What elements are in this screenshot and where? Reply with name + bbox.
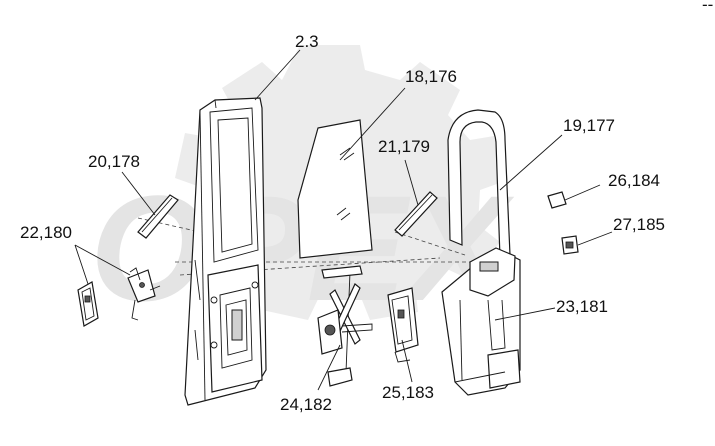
part-door-glass	[297, 119, 373, 259]
label-27-185: 27,185	[613, 215, 665, 234]
part-inner-strip	[137, 194, 179, 239]
part-door-frame	[184, 97, 267, 406]
label-2-3: 2.3	[295, 32, 319, 51]
label-20-178: 20,178	[88, 152, 140, 171]
label-22-180: 22,180	[20, 223, 72, 242]
label-25-183: 25,183	[382, 383, 434, 402]
corner-mark: --	[702, 0, 713, 14]
label-23-181: 23,181	[556, 297, 608, 316]
label-21-179: 21,179	[378, 137, 430, 156]
label-19-177: 19,177	[563, 116, 615, 135]
part-clip	[561, 235, 579, 255]
label-18-176: 18,176	[405, 67, 457, 86]
part-door-trim-panel	[441, 247, 521, 396]
part-switch	[547, 191, 567, 209]
callout-labels: 2.3 18,176 19,177 20,178 21,179 22,180 2…	[20, 32, 665, 414]
part-window-regulator	[317, 265, 373, 387]
part-handle-and-lock	[77, 267, 161, 327]
part-lock-bracket	[387, 287, 419, 363]
label-24-182: 24,182	[280, 395, 332, 414]
label-26-184: 26,184	[608, 171, 660, 190]
leader-lines	[74, 49, 613, 391]
